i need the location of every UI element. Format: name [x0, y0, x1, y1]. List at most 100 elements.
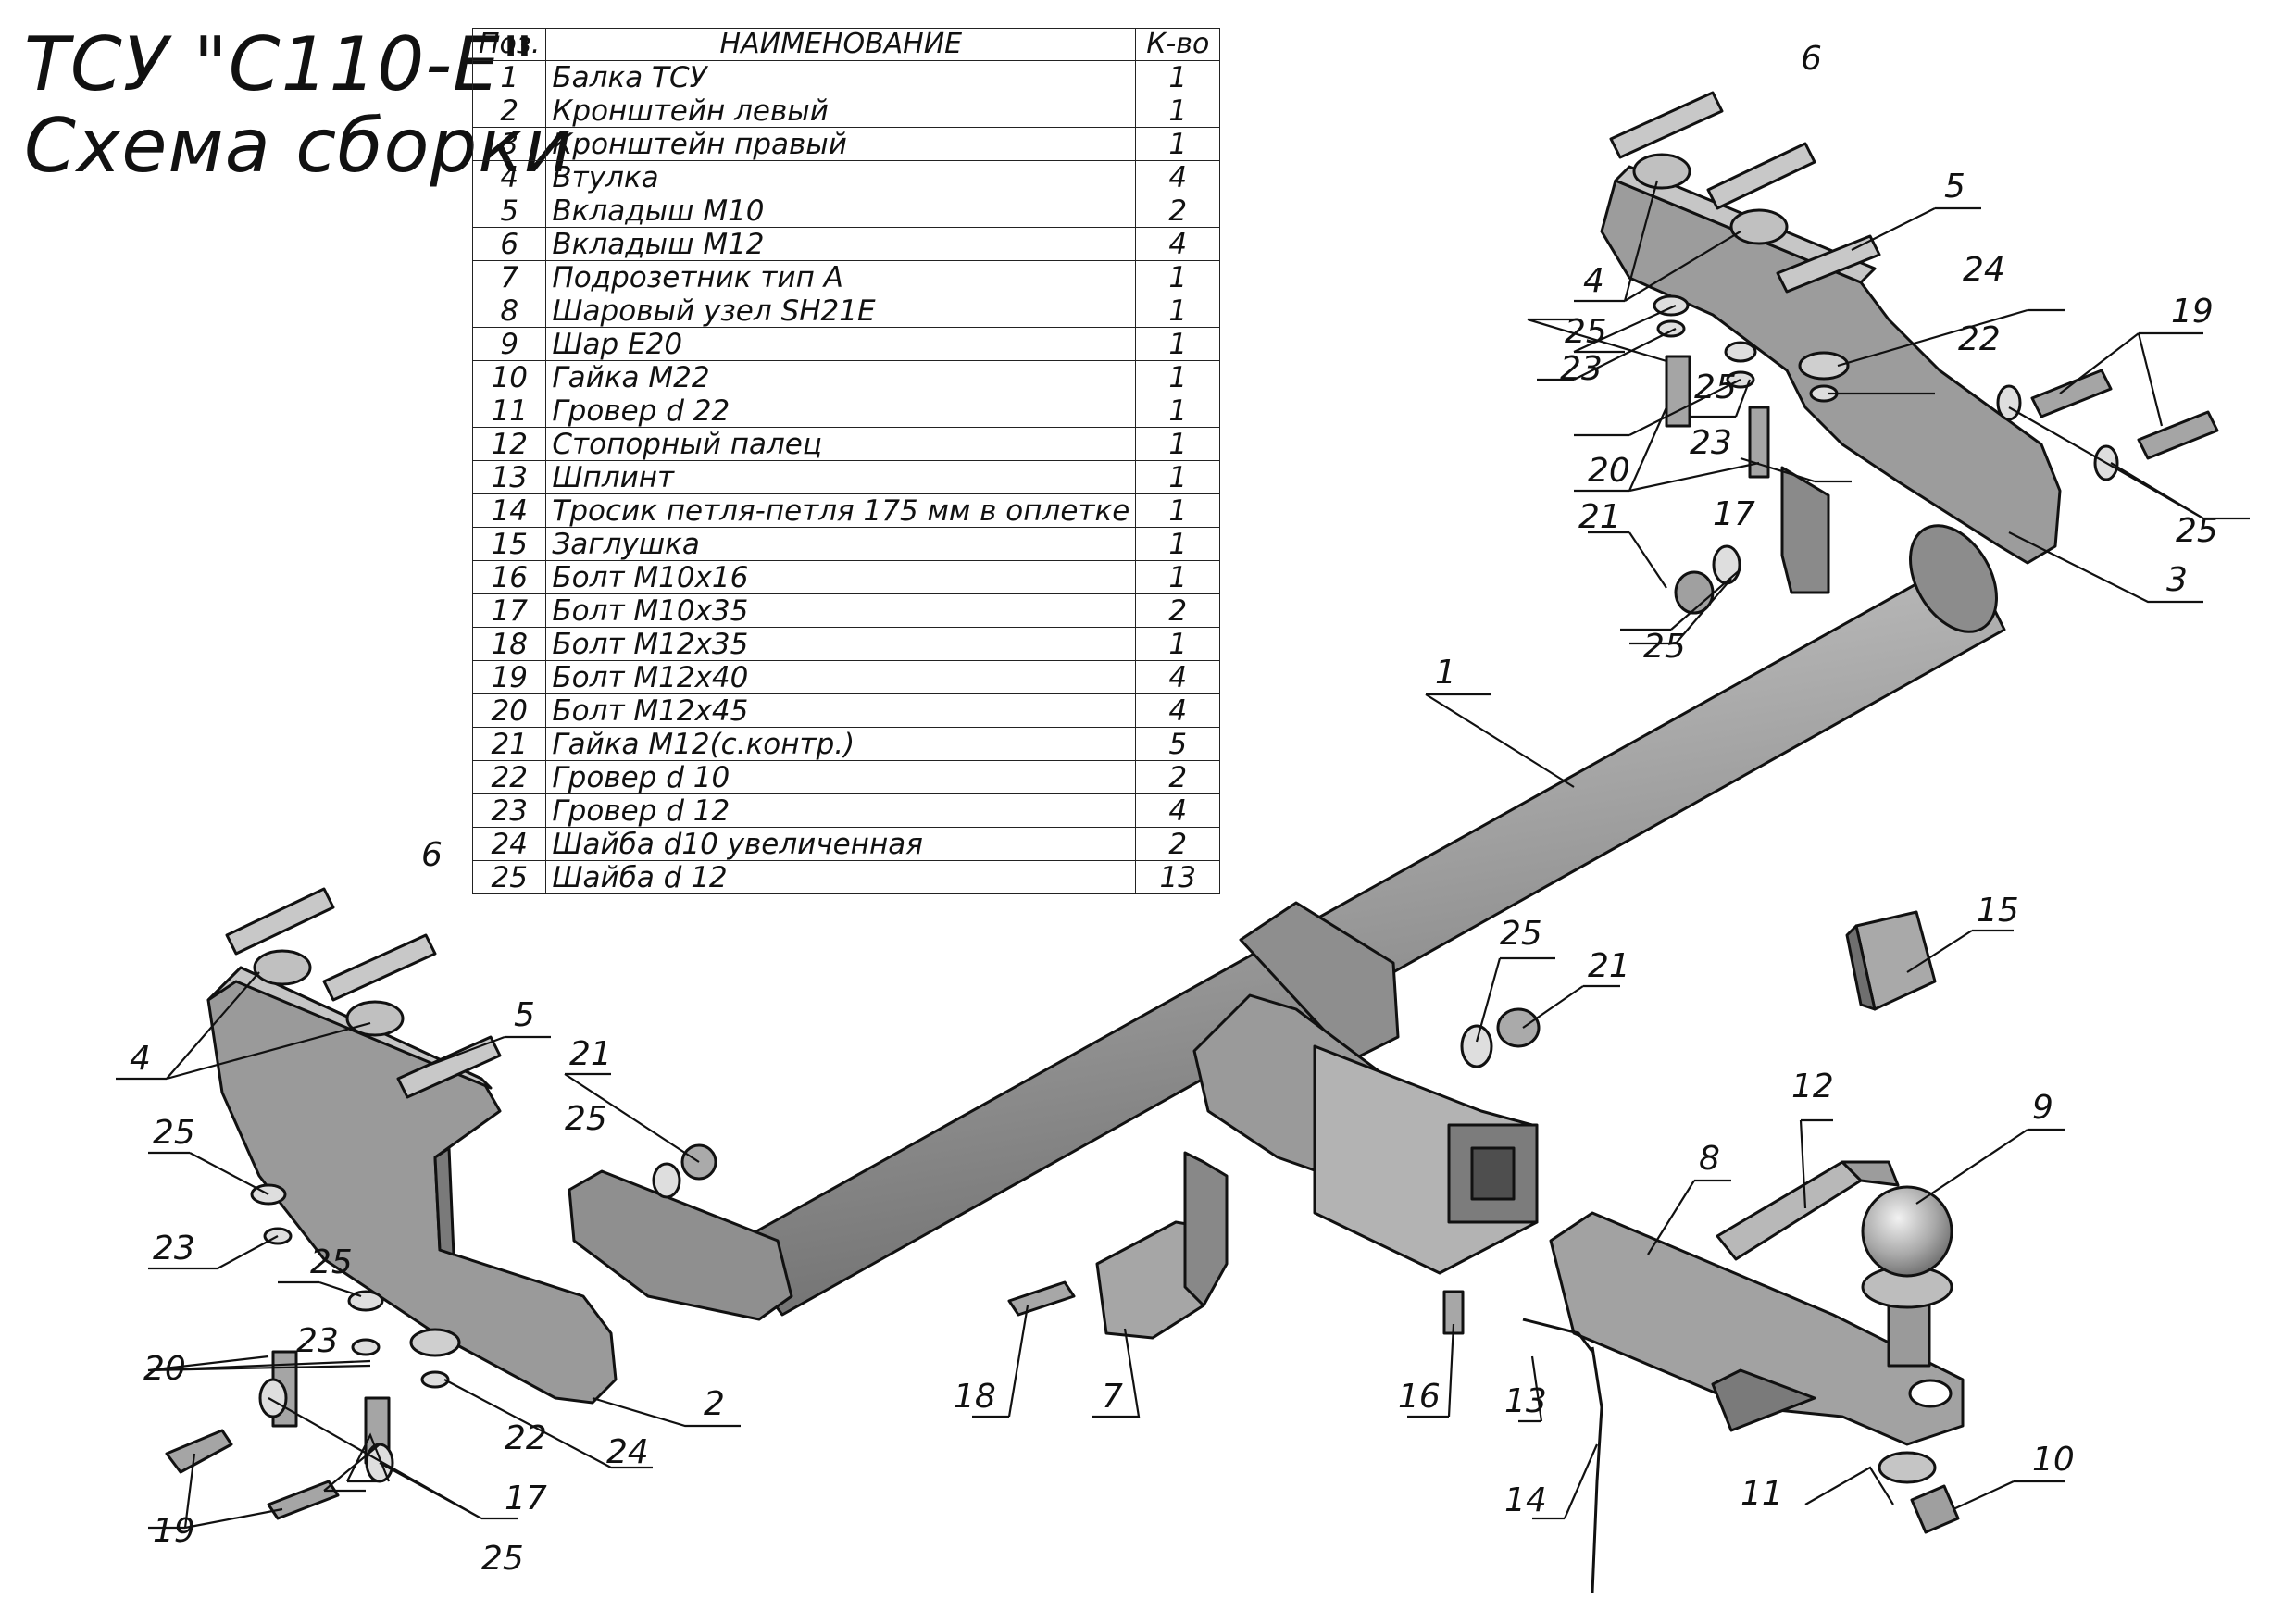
row-pos: 8 — [471, 294, 547, 328]
row-pos: 25 — [471, 860, 547, 894]
callout-17-left: 17 — [505, 1480, 547, 1518]
callout-3: 3 — [2166, 561, 2188, 599]
row-qty: 4 — [1135, 160, 1221, 194]
row-qty: 4 — [1135, 793, 1221, 828]
callout-19-left: 19 — [153, 1512, 195, 1550]
row-name: Подрозетник тип А — [545, 260, 1137, 294]
row-name: Гайка М12(с.контр.) — [545, 727, 1137, 761]
row-pos: 16 — [471, 560, 547, 594]
callout-4-right: 4 — [1583, 262, 1604, 300]
callout-12: 12 — [1791, 1068, 1834, 1106]
callout-10: 10 — [2032, 1441, 2075, 1479]
callout-21-right: 21 — [1578, 498, 1621, 536]
callout-23-right: 23 — [1560, 350, 1603, 388]
row-pos: 21 — [471, 727, 547, 761]
safety-cable — [1522, 1318, 1603, 1593]
row-pos: 5 — [471, 194, 547, 228]
header-pos: Поз. — [471, 28, 547, 61]
callout-23-left: 23 — [153, 1230, 195, 1268]
row-pos: 4 — [471, 160, 547, 194]
callout-23-left-b: 23 — [296, 1322, 339, 1360]
row-qty: 1 — [1135, 493, 1221, 528]
socket-plate — [1095, 1151, 1229, 1340]
callout-24-right: 24 — [1963, 251, 2005, 289]
tow-ball — [1861, 1185, 1953, 1368]
row-name: Гровер d 12 — [545, 793, 1137, 828]
row-qty: 1 — [1135, 427, 1221, 461]
callout-7: 7 — [1102, 1378, 1123, 1416]
title-line-1: ТСУ "C110-E" — [24, 21, 536, 107]
row-name: Гровер d 10 — [545, 760, 1137, 794]
callout-25-h: 25 — [1643, 628, 1686, 666]
callout-25-f: 25 — [1565, 313, 1607, 351]
callout-2: 2 — [704, 1385, 725, 1423]
row-qty: 1 — [1135, 460, 1221, 494]
callout-20-right: 20 — [1588, 452, 1630, 490]
row-name: Шар Е20 — [545, 327, 1137, 361]
row-pos: 20 — [471, 693, 547, 728]
row-name: Шайба d 12 — [545, 860, 1137, 894]
row-pos: 24 — [471, 827, 547, 861]
callout-20-left: 20 — [144, 1350, 186, 1388]
callout-25-e: 25 — [1500, 915, 1542, 953]
callout-labels: 1 2 3 4 4 5 5 6 6 7 8 9 10 11 12 13 14 1… — [130, 40, 2218, 1578]
callout-25-i: 25 — [2176, 512, 2218, 550]
row-qty: 4 — [1135, 693, 1221, 728]
row-qty: 2 — [1135, 760, 1221, 794]
row-qty: 2 — [1135, 593, 1221, 628]
row-qty: 1 — [1135, 360, 1221, 394]
callout-25-b: 25 — [310, 1243, 353, 1281]
callout-6-right: 6 — [1801, 40, 1822, 78]
callout-5-right: 5 — [1944, 168, 1965, 206]
row-pos: 2 — [471, 94, 547, 128]
row-name: Болт М10х16 — [545, 560, 1137, 594]
callout-24-left: 24 — [606, 1433, 649, 1471]
row-pos: 9 — [471, 327, 547, 361]
end-cap — [1845, 910, 1937, 1011]
row-qty: 1 — [1135, 94, 1221, 128]
callout-25-g: 25 — [1694, 369, 1737, 406]
row-name: Балка ТСУ — [545, 60, 1137, 94]
lock-pin — [1716, 1160, 1900, 1261]
callout-8: 8 — [1699, 1140, 1720, 1178]
row-name: Шаровый узел SH21E — [545, 294, 1137, 328]
callout-4-left: 4 — [130, 1040, 151, 1078]
callout-9: 9 — [2032, 1089, 2053, 1127]
row-qty: 4 — [1135, 660, 1221, 694]
receiver-tube — [1313, 1044, 1539, 1275]
row-name: Гровер d 22 — [545, 394, 1137, 428]
callout-14: 14 — [1504, 1481, 1547, 1519]
row-qty: 1 — [1135, 627, 1221, 661]
row-qty: 1 — [1135, 394, 1221, 428]
ball-mount — [1549, 1211, 1965, 1446]
row-name: Тросик петля-петля 175 мм в оплетке — [545, 493, 1137, 528]
row-qty: 1 — [1135, 60, 1221, 94]
row-qty: 1 — [1135, 127, 1221, 161]
row-pos: 14 — [471, 493, 547, 528]
callout-6-left: 6 — [421, 836, 443, 874]
row-name: Втулка — [545, 160, 1137, 194]
callout-22-right: 22 — [1958, 320, 2001, 358]
callout-19-right: 19 — [2171, 293, 2214, 331]
table-header-row: Поз. НАИМЕНОВАНИЕ К-во — [471, 28, 1221, 61]
row-pos: 23 — [471, 793, 547, 828]
row-name: Болт М12х35 — [545, 627, 1137, 661]
row-qty: 1 — [1135, 560, 1221, 594]
row-name: Кронштейн левый — [545, 94, 1137, 128]
callout-15: 15 — [1977, 892, 2019, 930]
inserts-and-bushings — [225, 91, 1881, 1099]
row-name: Стопорный палец — [545, 427, 1137, 461]
row-pos: 18 — [471, 627, 547, 661]
row-qty: 1 — [1135, 527, 1221, 561]
row-pos: 19 — [471, 660, 547, 694]
